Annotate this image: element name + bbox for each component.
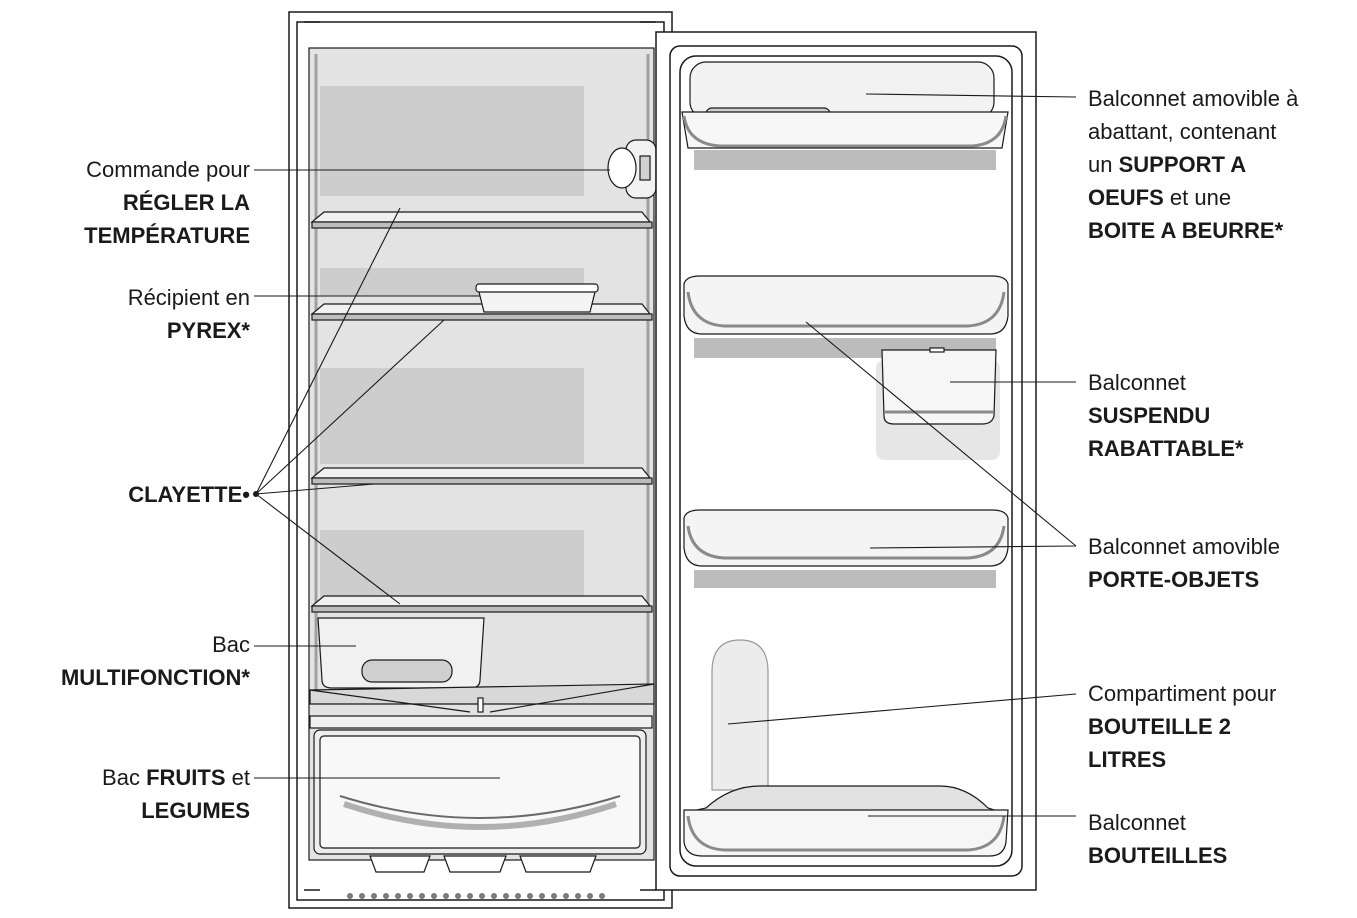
door-bin-lower xyxy=(683,509,1009,567)
label-bouteilles-line2: BOUTEILLES xyxy=(1088,843,1228,868)
label-abattant-line4-post: et une xyxy=(1163,185,1232,210)
leader-abattant xyxy=(865,93,1077,98)
label-fruits-pre: Bac xyxy=(102,765,147,790)
label-commande-line3: TEMPÉRATURE xyxy=(84,223,250,248)
door-bin-suspended xyxy=(876,347,1000,460)
label-suspendu-line3: RABATTABLE* xyxy=(1088,436,1244,461)
door-bin-middle xyxy=(683,275,1009,335)
label-fruits-bold: FRUITS xyxy=(146,765,226,790)
door-bin-bottom xyxy=(683,785,1009,857)
label-porte-objets: Balconnet amovible PORTE-OBJETS xyxy=(1088,530,1280,596)
label-clayette: CLAYETTE• xyxy=(128,478,250,511)
label-porte-objets-line1: Balconnet amovible xyxy=(1088,534,1281,559)
crisper-cover xyxy=(309,683,655,729)
label-abattant-line3-bold: SUPPORT A xyxy=(1118,152,1247,177)
label-pyrex: Récipient en PYREX* xyxy=(128,281,250,347)
door-shading xyxy=(694,150,996,170)
cabinet-back-panel xyxy=(320,86,584,196)
door-bin-top xyxy=(681,61,1009,149)
label-abattant-line3-pre: un xyxy=(1088,152,1119,177)
label-multifonction-line1: Bac xyxy=(212,632,250,657)
ventilation-grille xyxy=(347,893,605,899)
shelf-3 xyxy=(310,467,653,485)
label-abattant-line4-bold: OEUFS xyxy=(1088,185,1164,210)
label-commande-line2: RÉGLER LA xyxy=(122,190,250,215)
leader-clayette-4 xyxy=(255,493,401,605)
label-multifonction-line2: MULTIFONCTION* xyxy=(60,665,250,690)
label-fruits: Bac FRUITS et LEGUMES xyxy=(102,761,250,827)
leader-bouteille xyxy=(727,693,1077,725)
clayette-bullet xyxy=(253,491,259,497)
label-commande-line1: Commande pour xyxy=(86,157,250,182)
door-shading xyxy=(694,570,996,588)
crisper-drawer xyxy=(313,729,647,855)
label-bouteille-line2: BOUTEILLE 2 xyxy=(1088,714,1232,739)
label-clayette-line1: CLAYETTE• xyxy=(128,482,250,507)
label-bouteilles-line1: Balconnet xyxy=(1088,810,1186,835)
label-suspendu-line1: Balconnet xyxy=(1088,370,1186,395)
door-frame xyxy=(669,45,1023,877)
label-multifonction: Bac MULTIFONCTION* xyxy=(61,628,250,694)
shelf-4 xyxy=(310,595,653,613)
label-bouteille-line1: Compartiment pour xyxy=(1088,681,1277,706)
cabinet-feet xyxy=(369,855,597,873)
label-suspendu: Balconnet SUSPENDU RABATTABLE* xyxy=(1088,366,1244,465)
label-bouteille: Compartiment pour BOUTEILLE 2 LITRES xyxy=(1088,677,1276,776)
door-liner xyxy=(679,55,1013,867)
label-bouteille-line3: LITRES xyxy=(1088,747,1167,772)
label-porte-objets-line2: PORTE-OBJETS xyxy=(1088,567,1260,592)
label-fruits-post: et xyxy=(225,765,250,790)
label-fruits-line2: LEGUMES xyxy=(141,798,250,823)
label-suspendu-line2: SUSPENDU xyxy=(1088,403,1211,428)
label-pyrex-line1: Récipient en xyxy=(127,285,250,310)
label-abattant-line1: Balconnet amovible à xyxy=(1088,86,1299,111)
cabinet-back-panel xyxy=(320,530,584,600)
shelf-1 xyxy=(310,211,653,229)
multifunction-bin xyxy=(317,617,485,689)
label-abattant: Balconnet amovible à abattant, contenant… xyxy=(1088,82,1298,247)
fridge-door xyxy=(655,31,1037,891)
label-abattant-line5: BOITE A BEURRE* xyxy=(1088,218,1284,243)
label-abattant-line2: abattant, contenant xyxy=(1088,119,1277,144)
label-commande: Commande pour RÉGLER LA TEMPÉRATURE xyxy=(84,153,250,252)
leader-lines xyxy=(254,93,1077,817)
leader-clayette-3 xyxy=(255,483,375,495)
pyrex-dish xyxy=(475,283,599,313)
leader-porte-objets-2 xyxy=(869,545,1077,549)
label-bouteilles: Balconnet BOUTEILLES xyxy=(1088,806,1227,872)
cabinet-back-panel xyxy=(320,368,584,464)
bottle-compartment xyxy=(711,639,769,791)
leader-clayette-1 xyxy=(255,207,401,495)
leader-porte-objets-1 xyxy=(805,321,1077,547)
label-pyrex-line2: PYREX* xyxy=(166,318,250,343)
leader-clayette-2 xyxy=(255,319,445,495)
